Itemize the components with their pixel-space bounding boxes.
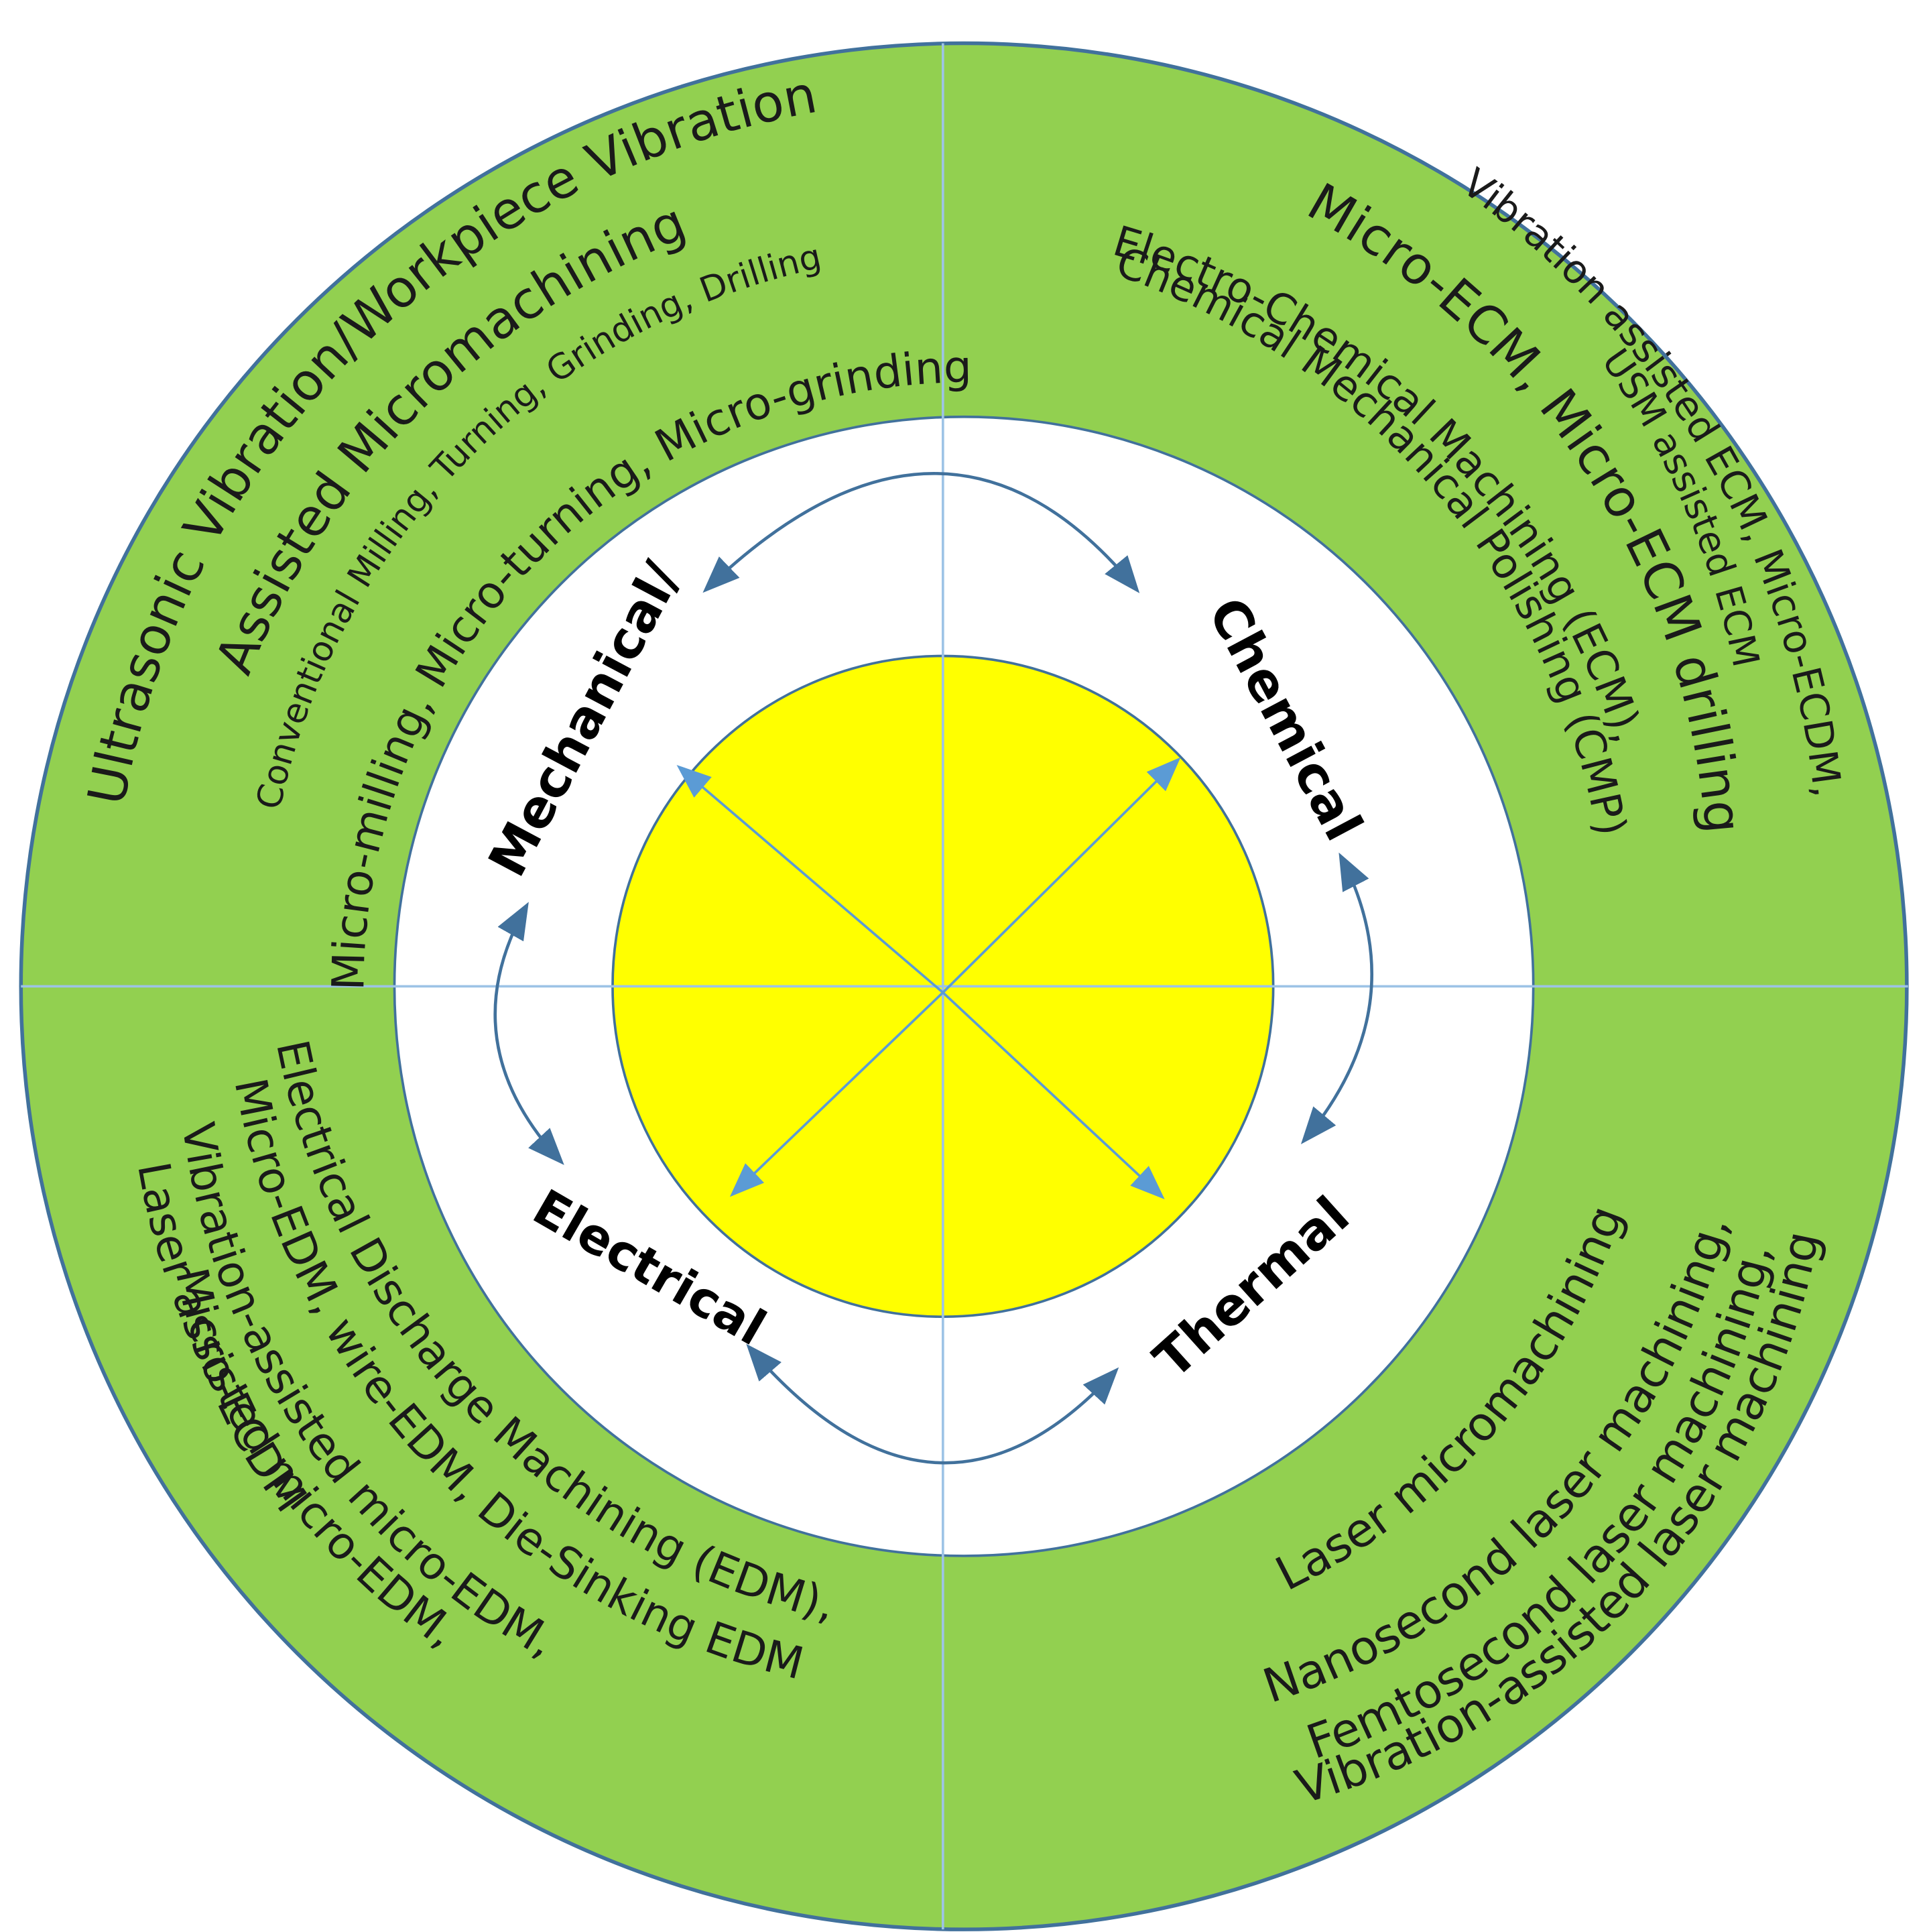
curve-arrow-top xyxy=(702,472,1140,593)
radial-arrow-top-right xyxy=(942,757,1181,993)
radial-arrow-top-left xyxy=(676,765,944,993)
radial-arrow-bottom-left xyxy=(729,991,944,1197)
curve-arrow-left xyxy=(493,902,564,1165)
radial-arrow-bottom-right xyxy=(942,991,1165,1199)
curve-arrow-right xyxy=(1300,852,1373,1144)
curve-arrow-bottom xyxy=(746,1343,1119,1465)
